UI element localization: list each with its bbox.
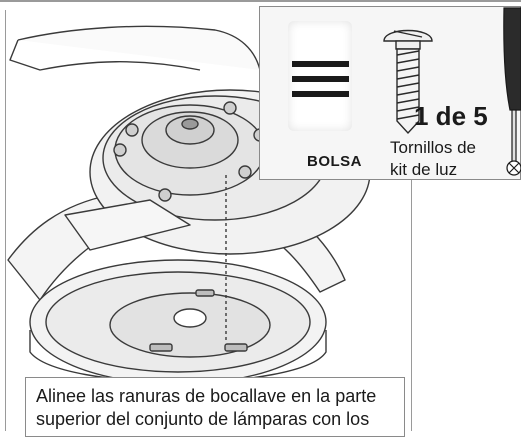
- screw-label: Tornillos de kit de luz: [390, 137, 510, 181]
- screw-label-line-1: Tornillos de: [390, 138, 476, 157]
- quantity-label: 1 de 5: [414, 101, 488, 131]
- bag-stripe: [292, 76, 349, 82]
- frame-left-border: [5, 10, 6, 431]
- instruction-caption: Alinee las ranuras de bocallave en la pa…: [25, 377, 405, 437]
- screw-label-line-2: kit de luz: [390, 160, 458, 179]
- screw-icon: [383, 29, 433, 135]
- frame-right-border: [411, 180, 412, 431]
- caption-line-2: superior del conjunto de lámparas con lo…: [36, 409, 370, 429]
- screwdriver-icon: [503, 7, 521, 176]
- plastic-bag-icon: [288, 21, 352, 131]
- hardware-inset: BOLSA 1 de 5 Tornillos de kit de luz: [259, 6, 521, 180]
- bag-stripe: [292, 91, 349, 97]
- caption-line-1: Alinee las ranuras de bocallave en la pa…: [36, 386, 377, 406]
- bag-stripe: [292, 61, 349, 67]
- frame-top-border: [0, 0, 521, 2]
- bag-label: BOLSA: [307, 153, 362, 170]
